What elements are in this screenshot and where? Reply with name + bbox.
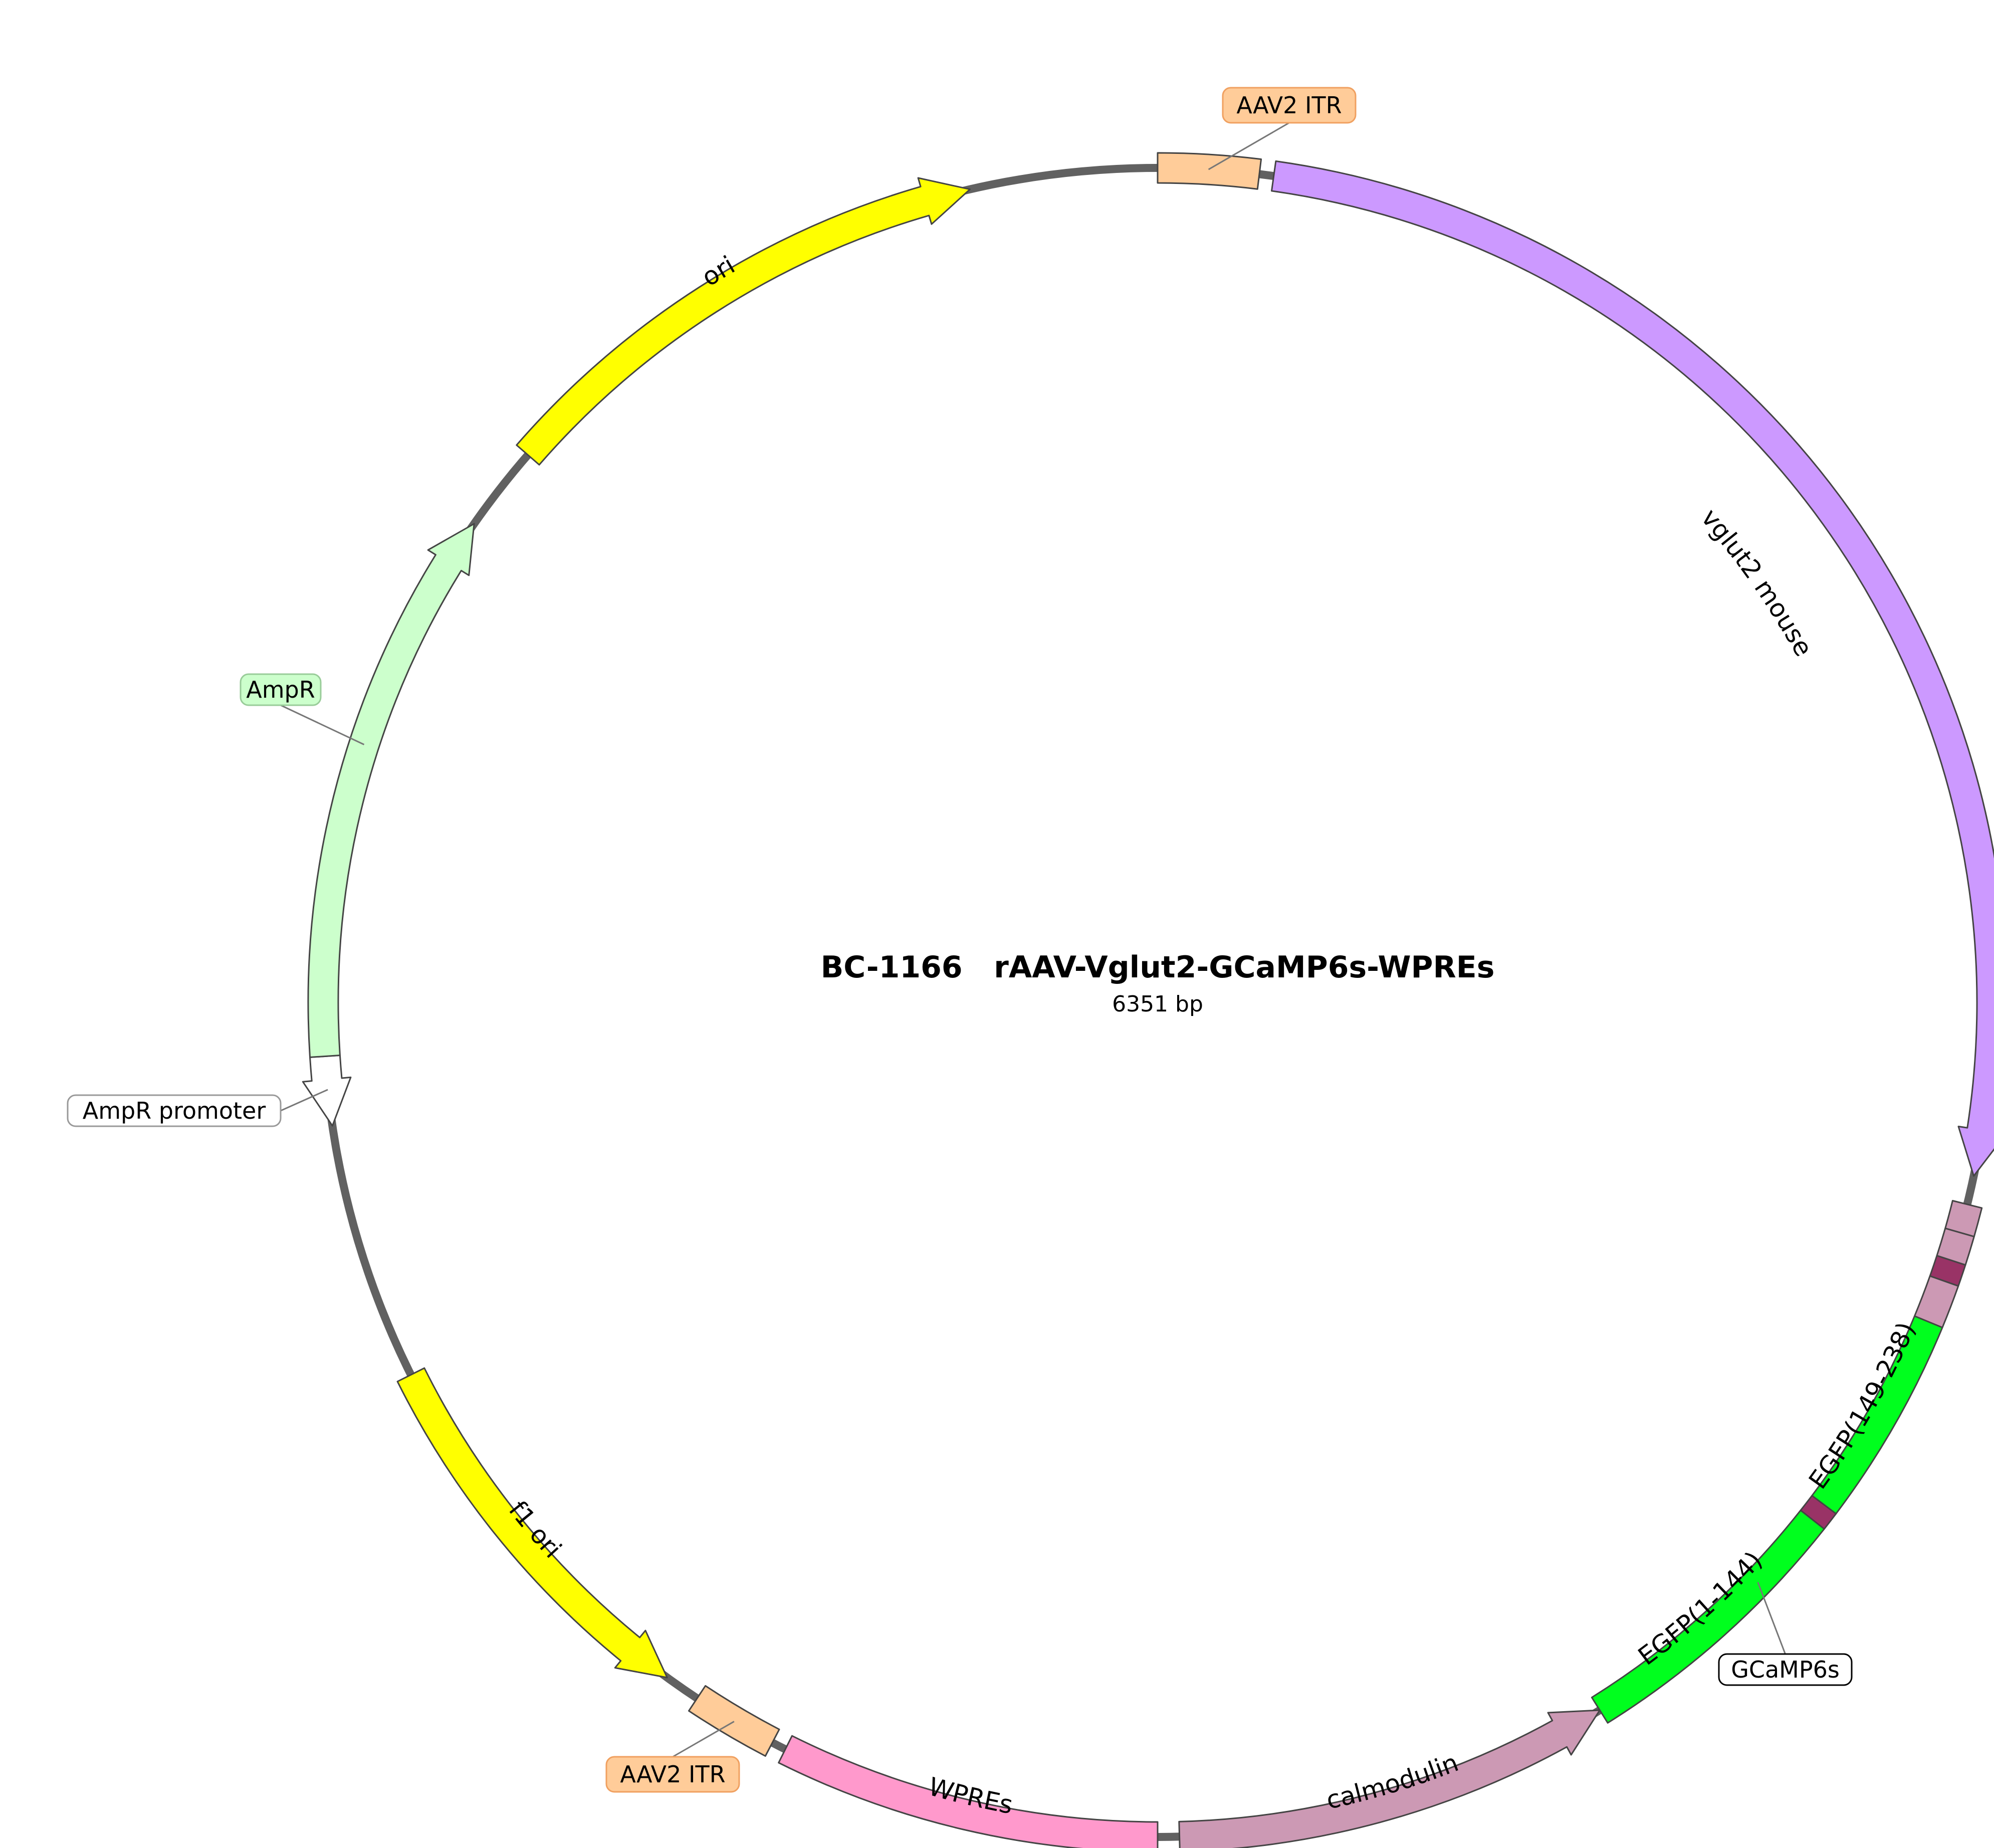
callout-text: AAV2 ITR [1236, 92, 1342, 119]
callout-connector [1757, 1582, 1786, 1655]
callout-box [1718, 1653, 1853, 1686]
callout-connector [280, 1089, 328, 1112]
callout-connector [1208, 122, 1290, 170]
callout-text: AmpR promoter [83, 1097, 266, 1124]
feature-aav2-itr-top[interactable] [1157, 152, 1262, 190]
feature-calmodulin[interactable] [1178, 1709, 1601, 1848]
callout-box [67, 1094, 282, 1127]
callout-aav2-itr-bottom[interactable]: AAV2 ITR [605, 1721, 740, 1793]
callout-text: AmpR [246, 676, 315, 703]
feature-aav2-itr-bottom[interactable] [688, 1685, 780, 1757]
callout-box [605, 1756, 740, 1793]
callout-ampr[interactable]: AmpR [240, 673, 365, 745]
feature-ampr[interactable] [307, 523, 475, 1058]
callout-box [240, 673, 322, 706]
callout-gcamp6s[interactable]: GCaMP6s [1718, 1582, 1853, 1686]
plasmid-title: BC-1166 rAAV-Vglut2-GCaMP6s-WPREs [821, 950, 1495, 985]
callout-text: GCaMP6s [1731, 1656, 1840, 1683]
plasmid-size: 6351 bp [1112, 991, 1203, 1017]
callout-connector [672, 1721, 735, 1758]
callout-aav2-itr-top[interactable]: AAV2 ITR [1208, 87, 1357, 170]
callout-text: AAV2 ITR [620, 1761, 725, 1788]
callout-ampr-promoter[interactable]: AmpR promoter [67, 1089, 328, 1127]
feature-ori[interactable] [516, 177, 971, 466]
feature-wpres[interactable] [778, 1735, 1159, 1848]
callout-connector [280, 704, 365, 745]
feature-vglut2-mouse[interactable] [1271, 160, 1994, 1177]
feature-label-vglut2-mouse: vglut2 mouse [1695, 503, 1818, 661]
feature-egfp-1-144[interactable] [1591, 1509, 1825, 1724]
feature-f1-ori[interactable] [396, 1367, 668, 1679]
callout-box [1222, 87, 1357, 124]
